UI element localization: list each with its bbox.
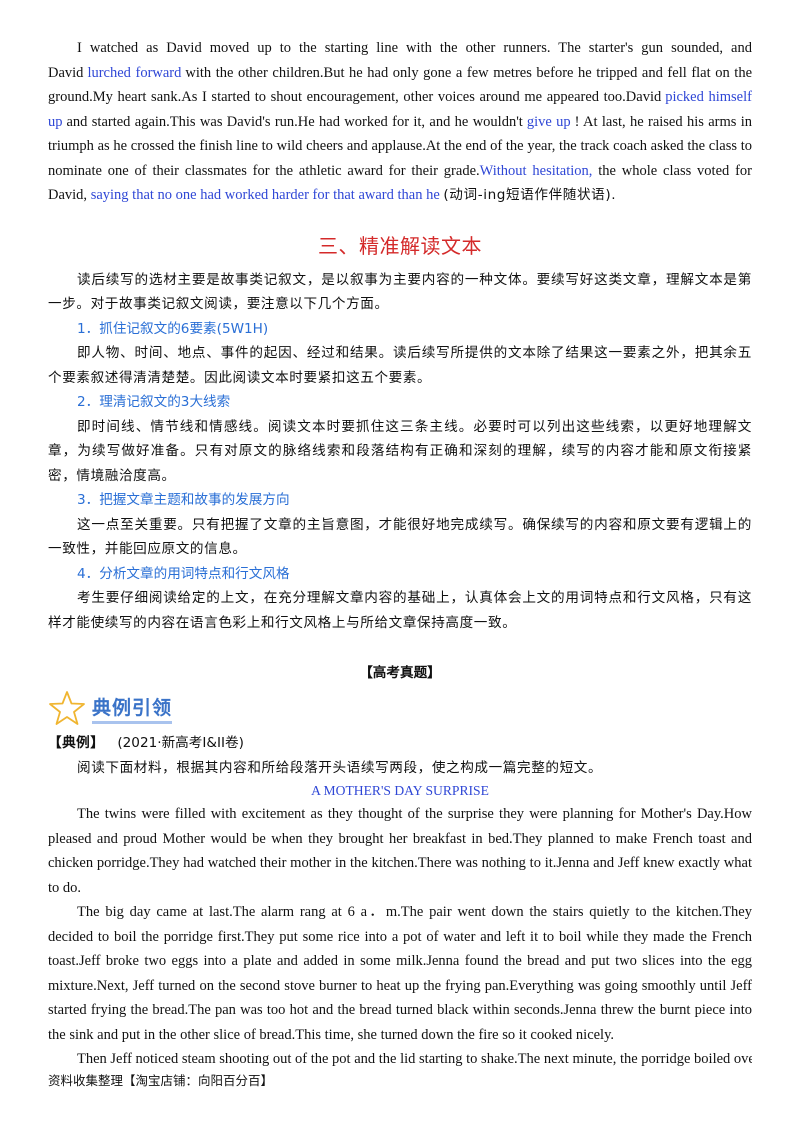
intro-text-5: the whole class voted for David,: [48, 162, 753, 204]
example-instruction: 阅读下面材料，根据其内容和所给段落开头语续写两段，使之构成一篇完整的短文。: [77, 759, 603, 776]
gaokao-label: 【高考真题】: [359, 665, 441, 681]
item-body: 这一点至关重要。只有把握了文章的主旨意图，才能很好地完成续写。确保续写的内容和原…: [48, 516, 752, 558]
intro-text-1: I watched as David moved up to the start…: [48, 40, 752, 81]
highlight-lurched-forward: lurched forward: [87, 64, 182, 81]
footer-text: 资料收集整理【淘宝店铺：向阳百分百】: [48, 1073, 274, 1088]
star-icon: [48, 690, 86, 726]
example-banner: 典例引领: [48, 689, 752, 727]
section-title: 三、精准解读文本: [318, 233, 482, 258]
item-body: 即人物、时间、地点、事件的起因、经过和结果。读后续写所提供的文本除了结果这一要素…: [48, 345, 752, 386]
highlight-picked-himself-up: picked himself up: [48, 89, 752, 130]
story-paragraph: Then Jeff noticed steam shooting out of …: [77, 1051, 752, 1067]
item-body: 即时间线、情节线和情感线。阅读文本时要抓住这三条主线。必要时可以列出这些线索，以…: [48, 418, 752, 484]
item-body: 考生要仔细阅读给定的上文，在充分理解文章内容的基础上，认真体会上文的用词特点和行…: [48, 590, 752, 631]
item-heading: 4．分析文章的用词特点和行文风格: [77, 565, 290, 582]
section-item-2: 2．理清记叙文的3大线索 即时间线、情节线和情感线。阅读文本时要抓住这三条主线。…: [48, 390, 752, 488]
example-label: 【典例】: [48, 735, 105, 751]
story-paragraph: The twins were filled with excitement as…: [48, 806, 752, 896]
item-heading: 1．抓住记叙文的6要素(5W1H): [77, 320, 269, 337]
intro-note: (动词-ing短语作伴随状语).: [443, 187, 617, 203]
highlight-give-up: give up: [526, 113, 571, 130]
example-source: (2021·新高考Ⅰ&II卷): [117, 735, 244, 751]
document-page: I watched as David moved up to the start…: [48, 36, 752, 1072]
item-heading: 2．理清记叙文的3大线索: [77, 394, 231, 410]
section-item-3: 3．把握文章主题和故事的发展方向 这一点至关重要。只有把握了文章的主旨意图，才能…: [48, 488, 752, 562]
intro-text-2: with the other children.But he had only …: [48, 64, 753, 106]
section-item-4: 4．分析文章的用词特点和行文风格 考生要仔细阅读给定的上文，在充分理解文章内容的…: [48, 562, 752, 636]
section-item-1: 1．抓住记叙文的6要素(5W1H) 即人物、时间、地点、事件的起因、经过和结果。…: [48, 317, 752, 391]
intro-paragraph: I watched as David moved up to the start…: [48, 36, 752, 208]
section-intro: 读后续写的选材主要是故事类记叙文，是以叙事为主要内容的一种文体。要续写好这类文章…: [48, 271, 752, 313]
story-paragraph: The big day came at last.The alarm rang …: [48, 904, 752, 1043]
intro-text-4: ! At last, he raised his arms in triumph…: [48, 113, 753, 179]
banner-title: 典例引领: [92, 693, 173, 724]
highlight-without-hesitation: Without hesitation,: [479, 162, 593, 179]
intro-text-3: and started again.This was David's run.H…: [66, 113, 523, 130]
highlight-saying-that: saying that no one had worked harder for…: [90, 187, 440, 203]
story-title: A MOTHER'S DAY SURPRISE: [311, 783, 489, 798]
example-header: 【典例】 (2021·新高考Ⅰ&II卷): [48, 731, 752, 756]
item-heading: 3．把握文章主题和故事的发展方向: [77, 492, 290, 508]
